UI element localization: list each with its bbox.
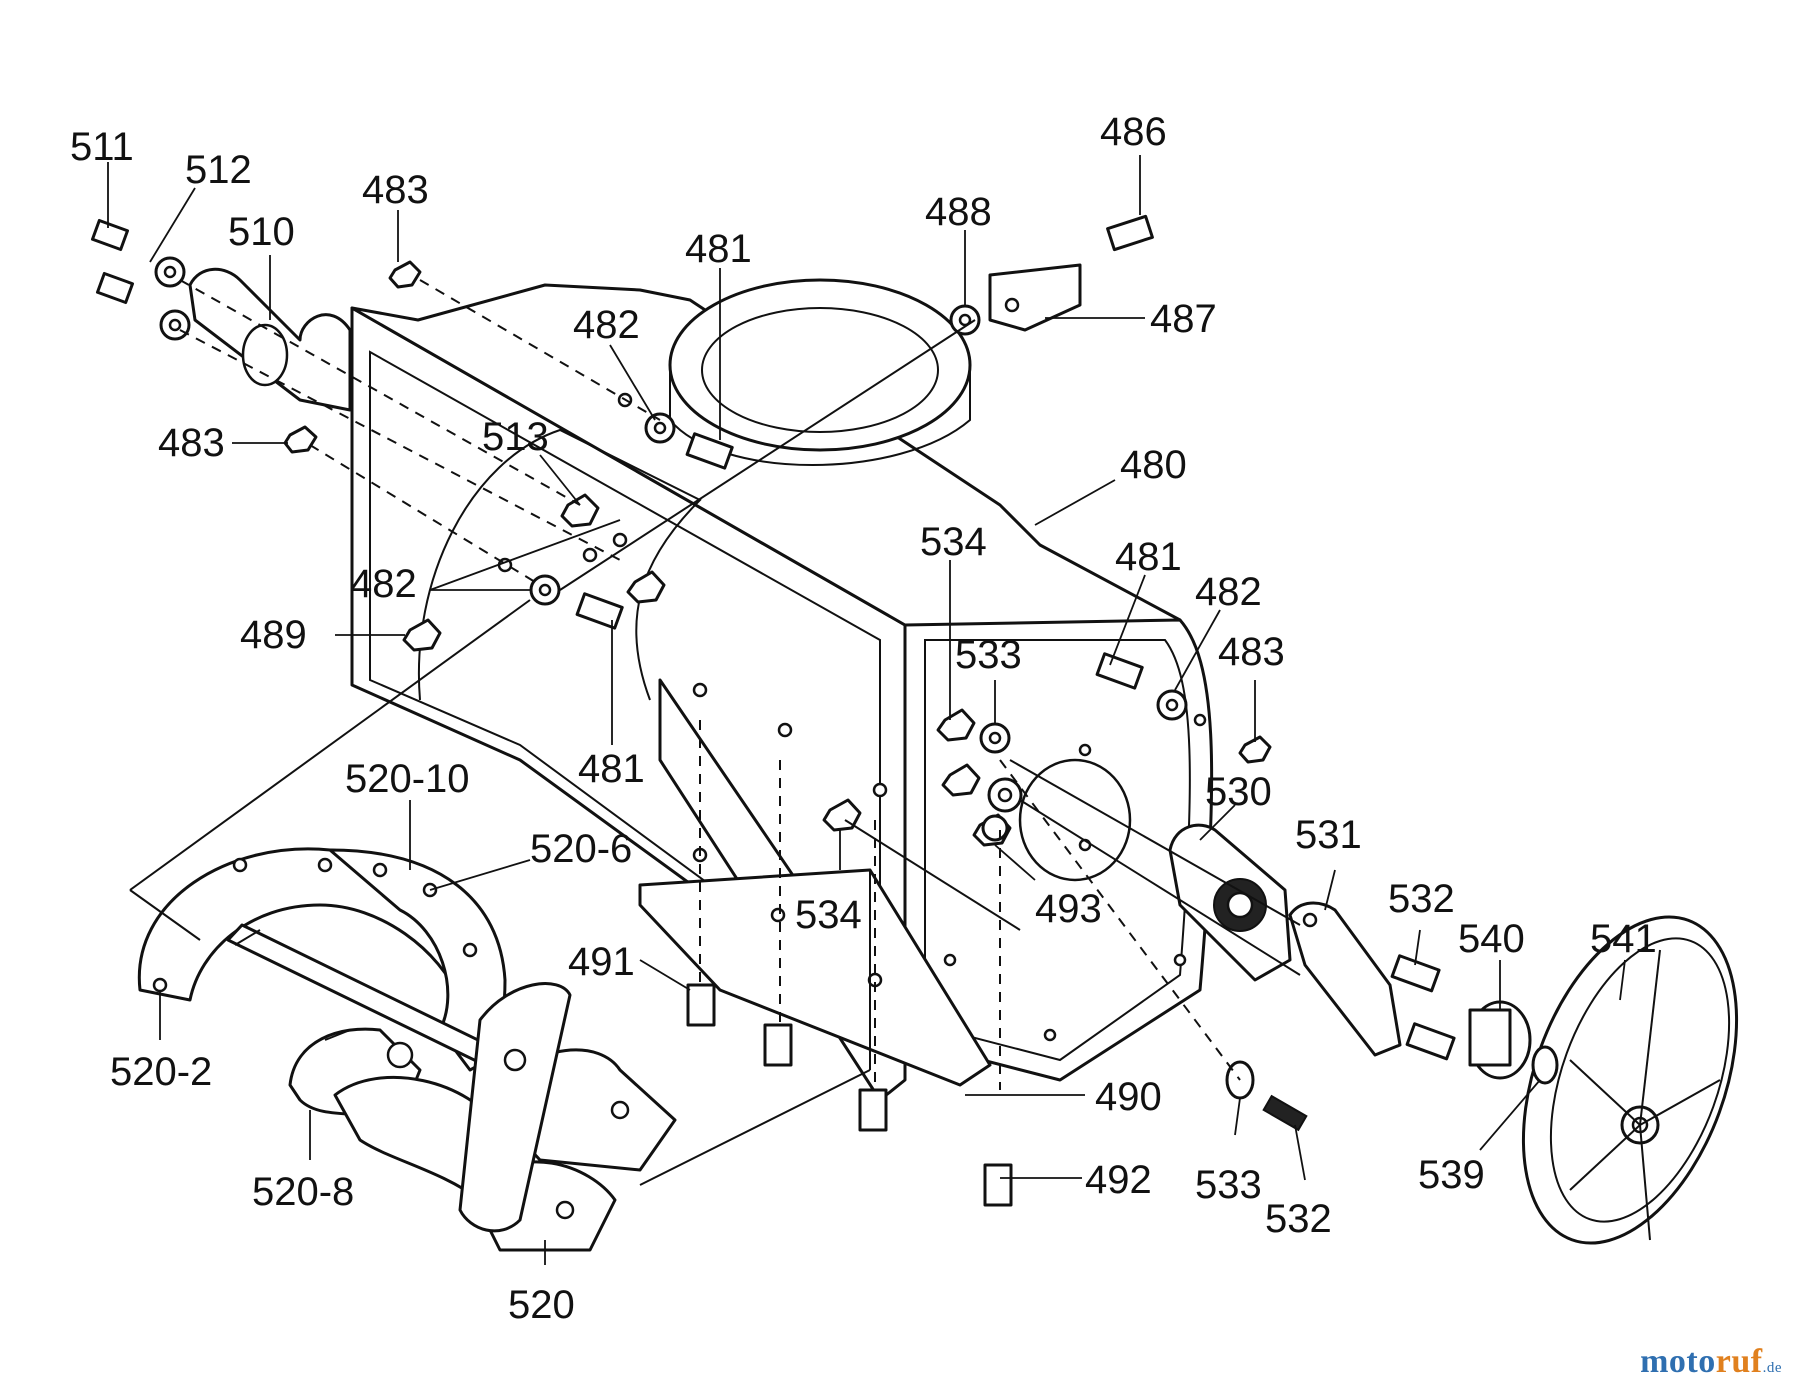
chute-ring: [668, 278, 972, 452]
label-513: 513: [482, 415, 549, 459]
assembly-lines: [129, 279, 1301, 1186]
label-480: 480: [1120, 443, 1187, 487]
label-534-top: 534: [920, 520, 987, 564]
part-labels: 511 512 510 483 486 488 481 487 482 483 …: [70, 110, 1657, 1327]
label-489: 489: [240, 613, 307, 657]
label-487: 487: [1150, 297, 1217, 341]
label-510: 510: [228, 210, 295, 254]
label-488: 488: [925, 190, 992, 234]
label-533-top: 533: [955, 633, 1022, 677]
label-520: 520: [508, 1283, 575, 1327]
label-533-bottom: 533: [1195, 1163, 1262, 1207]
label-540: 540: [1458, 917, 1525, 961]
label-530: 530: [1205, 770, 1272, 814]
label-491: 491: [568, 940, 635, 984]
label-531: 531: [1295, 813, 1362, 857]
brand-suffix: .de: [1762, 1360, 1782, 1376]
label-511: 511: [70, 125, 134, 169]
label-520-8: 520-8: [252, 1170, 354, 1214]
label-532-top: 532: [1388, 877, 1455, 921]
brand-name-b: ruf: [1715, 1343, 1763, 1380]
label-490: 490: [1095, 1075, 1162, 1119]
label-481-top: 481: [685, 227, 752, 271]
label-482-left: 482: [350, 562, 417, 606]
label-486: 486: [1100, 110, 1167, 154]
label-493: 493: [1035, 887, 1102, 931]
label-481-bottom: 481: [578, 747, 645, 791]
brand-watermark: motoruf.de: [1640, 1343, 1782, 1381]
label-481-right: 481: [1115, 535, 1182, 579]
label-482-right: 482: [1195, 570, 1262, 614]
label-539: 539: [1418, 1153, 1485, 1197]
label-520-10: 520-10: [345, 757, 470, 801]
label-482-top: 482: [573, 303, 640, 347]
label-492: 492: [1085, 1158, 1152, 1202]
auger-assembly: [137, 847, 677, 1252]
label-483-top: 483: [362, 168, 429, 212]
label-534-bottom: 534: [795, 893, 862, 937]
label-520-6: 520-6: [530, 827, 632, 871]
brand-name-a: moto: [1640, 1343, 1716, 1380]
leader-lines: [107, 155, 1626, 1265]
label-532-bottom: 532: [1265, 1197, 1332, 1241]
label-520-2: 520-2: [110, 1050, 212, 1094]
label-483-right: 483: [1218, 630, 1285, 674]
label-483-left: 483: [158, 421, 225, 465]
label-541: 541: [1590, 917, 1657, 961]
label-512: 512: [185, 148, 252, 192]
